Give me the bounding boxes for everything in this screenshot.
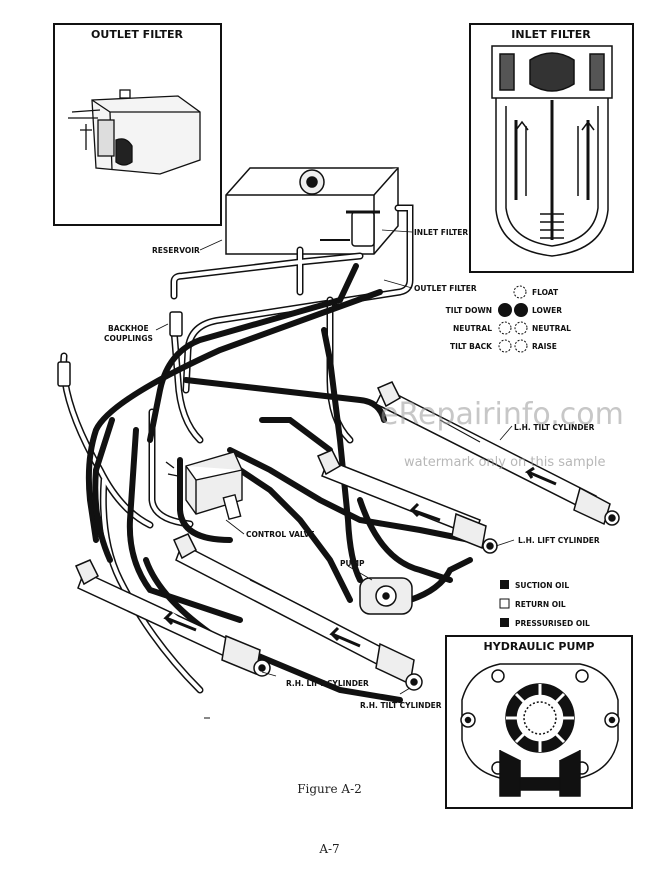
legend-return-oil: RETURN OIL bbox=[515, 600, 566, 609]
inlet-filter-unit bbox=[320, 210, 380, 247]
return-oil-swatch bbox=[499, 598, 510, 609]
lh-tilt-cylinder bbox=[374, 381, 620, 526]
backhoe-couplings bbox=[57, 311, 183, 387]
control-valve bbox=[165, 451, 243, 521]
backhoe-couplings-label-line2: COUPLINGS bbox=[104, 334, 153, 343]
lh-lift-cylinder-label: L.H. LIFT CYLINDER bbox=[518, 536, 600, 545]
key-neutral-left: NEUTRAL bbox=[453, 324, 492, 333]
legend-suction-oil: SUCTION OIL bbox=[515, 581, 569, 590]
outlet-filter-illustration bbox=[68, 89, 201, 175]
tilt-back-indicator bbox=[498, 339, 512, 353]
reservoir-label: RESERVOIR bbox=[152, 246, 200, 255]
float-indicator bbox=[513, 285, 527, 299]
rh-lift-cylinder bbox=[75, 559, 271, 677]
outlet-filter-title: OUTLET FILTER bbox=[91, 28, 183, 41]
suction-oil-swatch bbox=[500, 580, 509, 589]
oil-legend: SUCTION OIL RETURN OIL PRESSURISED OIL bbox=[499, 580, 590, 628]
key-neutral-right: NEUTRAL bbox=[532, 324, 571, 333]
valve-position-key: FLOAT TILT DOWN LOWER NEUTRAL NEUTRAL TI… bbox=[446, 285, 571, 353]
raise-indicator bbox=[514, 339, 528, 353]
hydraulic-pump-inset: HYDRAULIC PUMP bbox=[445, 635, 633, 809]
outlet-filter-label: OUTLET FILTER bbox=[414, 284, 477, 293]
rh-tilt-cylinder bbox=[173, 533, 423, 691]
control-valve-label: CONTROL VALVE bbox=[246, 530, 315, 539]
tilt-down-indicator bbox=[498, 303, 512, 317]
neutral-right-indicator bbox=[514, 321, 528, 335]
key-tilt-back: TILT BACK bbox=[450, 342, 493, 351]
inlet-filter-label: INLET FILTER bbox=[414, 228, 468, 237]
watermark-sub: watermark only on this sample bbox=[404, 455, 606, 470]
legend-pressurised-oil: PRESSURISED OIL bbox=[515, 619, 590, 628]
figure-caption: Figure A-2 bbox=[297, 782, 362, 796]
hydraulic-pump-illustration bbox=[460, 663, 620, 797]
callout-lines bbox=[155, 229, 515, 695]
outlet-filter-inset: OUTLET FILTER bbox=[53, 23, 222, 226]
return-oil-lines-inner bbox=[61, 206, 412, 692]
lh-tilt-cylinder-label: L.H. TILT CYLINDER bbox=[514, 423, 595, 432]
pump bbox=[359, 577, 413, 615]
key-float: FLOAT bbox=[532, 288, 559, 297]
page-number: A-7 bbox=[319, 842, 340, 856]
key-tilt-down: TILT DOWN bbox=[446, 306, 492, 315]
key-raise: RAISE bbox=[532, 342, 557, 351]
inlet-filter-illustration bbox=[491, 45, 613, 257]
lh-lift-cylinder bbox=[317, 449, 498, 554]
neutral-left-indicator bbox=[498, 321, 512, 335]
watermark-main: eRepairinfo.com bbox=[380, 397, 624, 432]
pressurised-oil-swatch bbox=[500, 618, 509, 627]
rh-lift-cylinder-label: R.H. LIFT CYLINDER bbox=[286, 679, 369, 688]
lower-indicator bbox=[514, 303, 528, 317]
key-lower: LOWER bbox=[532, 306, 562, 315]
pump-label: PUMP bbox=[340, 559, 365, 568]
backhoe-couplings-label-line1: BACKHOE bbox=[108, 324, 149, 333]
hydraulic-pump-title: HYDRAULIC PUMP bbox=[484, 640, 595, 653]
inlet-filter-inset: INLET FILTER bbox=[469, 23, 634, 273]
inlet-filter-title: INLET FILTER bbox=[511, 28, 591, 41]
rh-tilt-cylinder-label: R.H. TILT CYLINDER bbox=[360, 701, 442, 710]
